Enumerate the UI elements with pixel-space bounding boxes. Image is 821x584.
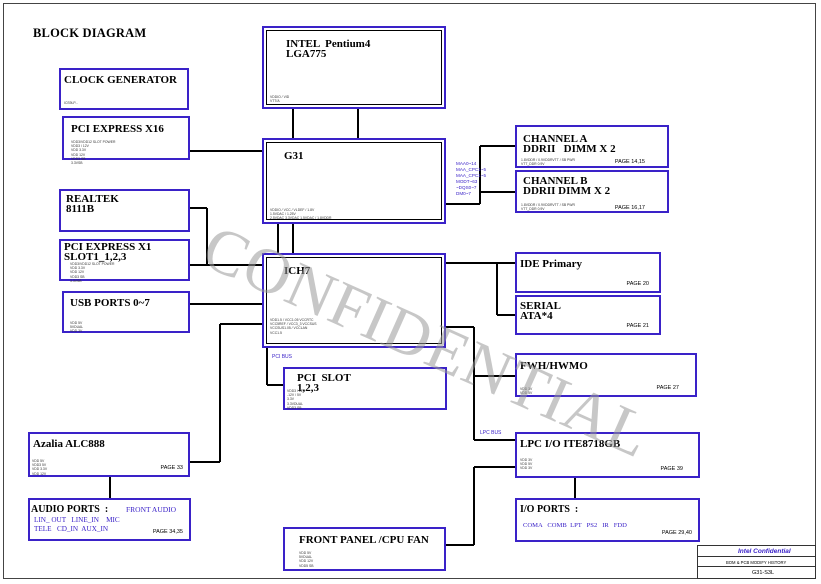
io-ports-page: PAGE 29,40	[661, 530, 692, 536]
channel-a-label: CHANNEL A DDRII DIMM X 2	[523, 133, 616, 155]
front-panel-label: FRONT PANEL /CPU FAN	[299, 534, 429, 546]
channel-b-block[interactable]: CHANNEL B DDRII DIMM X 2 1.8VDDR / 0.9VD…	[515, 170, 669, 213]
ich7-power-notes: VDD1.5 / VCC1.05 VCCRTC VCC5REF / VCC3_3…	[270, 318, 317, 335]
pci-express-x1-block[interactable]: PCI EXPRESS X1 SLOT1_1,2,3 VDD3/VDD12 SL…	[59, 239, 190, 283]
usb-ports-label: USB PORTS 0~7	[70, 297, 150, 309]
channel-a-notes: 1.8VDDR / 0.9VDDRVTT / SB PWR VTT_DDR 0.…	[521, 158, 575, 167]
pci-slot-label: PCI SLOT 1,2,3	[297, 372, 351, 394]
fwh-hwmo-label: FWH/HWMO	[520, 360, 588, 372]
front-audio-label: FRONT AUDIO	[126, 505, 177, 514]
channel-b-page: PAGE 16,17	[614, 205, 645, 211]
title-block-divider-1	[698, 556, 815, 557]
pci-express-x16-block[interactable]: PCI EXPRESS X16 VDD3/VDD12 SLOT POWER VD…	[62, 116, 190, 165]
channel-b-notes: 1.8VDDR / 0.9VDDRVTT / SB PWR VTT_DDR 0.…	[521, 203, 575, 212]
ich7-block[interactable]: ICH7 VDD1.5 / VCC1.05 VCCRTC VCC5REF / V…	[262, 253, 446, 348]
io-ports-block[interactable]: I/O PORTS : COMA COMB LPT PS2 IR FDD PAG…	[515, 498, 700, 542]
pci-express-x16-label: PCI EXPRESS X16	[71, 123, 164, 135]
ide-primary-label: IDE Primary	[520, 258, 583, 270]
pci-bus-label: PCI BUS	[272, 354, 293, 360]
g31-power-notes: VDDIO / VCC / VLDEF / 1.8V 1.5VDAC / 1.2…	[270, 208, 332, 221]
azalia-page: PAGE 33	[160, 465, 183, 471]
io-ports-list: COMA COMB LPT PS2 IR FDD	[523, 522, 627, 529]
serial-ata-label: SERIAL ATA*4	[520, 300, 561, 322]
realtek-block[interactable]: REALTEK 8111B	[59, 189, 190, 232]
audio-ports-label: AUDIO PORTS :	[31, 504, 109, 515]
fwh-hwmo-block[interactable]: FWH/HWMO VDD 3V VDD 5V PAGE 27	[515, 353, 697, 397]
realtek-label: REALTEK 8111B	[66, 193, 119, 215]
pci-slot-notes: VDD3 / 12V -12V / 5V 3.3V 3.3VDUAL VDD3 …	[287, 389, 305, 410]
pci-slot-block[interactable]: PCI SLOT 1,2,3 VDD3 / 12V -12V / 5V 3.3V…	[283, 367, 447, 410]
title-block-model: G31-S3L	[752, 570, 775, 576]
lpc-io-page: PAGE 39	[660, 466, 683, 472]
front-panel-notes: VDD 5V 5VDUAL VDD 12V VDD5 SB	[299, 551, 314, 568]
channel-a-block[interactable]: CHANNEL A DDRII DIMM X 2 1.8VDDR / 0.9VD…	[515, 125, 669, 168]
g31-block[interactable]: G31 VDDIO / VCC / VLDEF / 1.8V 1.5VDAC /…	[262, 138, 446, 224]
cpu-power-notes: VDDIO / VID VTT/A	[270, 95, 290, 104]
clock-generator-block[interactable]: CLOCK GENERATOR ICS9LP...	[59, 68, 189, 110]
ich7-label: ICH7	[284, 265, 311, 277]
lpc-io-notes: VDD 3V VDD 5V VDD 3V	[520, 458, 533, 471]
g31-label: G31	[284, 150, 304, 162]
audio-ports-page: PAGE 34,35	[152, 529, 183, 535]
drawing-border	[3, 3, 816, 579]
lpc-io-label: LPC I/O ITE8718GB	[520, 438, 621, 450]
lpc-io-block[interactable]: LPC I/O ITE8718GB VDD 3V VDD 5V VDD 3V P…	[515, 432, 700, 478]
title-block-sheet-title: BOM & PCB MODIFY HISTORY	[726, 560, 787, 565]
clock-generator-notes: ICS9LP...	[64, 101, 79, 105]
audio-ports-block[interactable]: AUDIO PORTS : FRONT AUDIO LIN_ OUT LINE_…	[28, 498, 191, 541]
audio-jack-list: LIN_ OUT LINE_IN MIC TELE CD_IN AUX_IN	[34, 516, 120, 533]
lpc-bus-label: LPC BUS	[480, 430, 502, 436]
pci-express-x1-label: PCI EXPRESS X1 SLOT1_1,2,3	[64, 241, 152, 263]
title-block-divider-2	[698, 566, 815, 567]
pci-express-x1-notes: VDD3/VDD12 SLOT POWER VDD 3.3V VDD 12V V…	[70, 262, 115, 283]
channel-a-page: PAGE 14,15	[614, 159, 645, 165]
azalia-block[interactable]: Azalia ALC888 VDD 5V VDD3 5V VDD 3.3V VD…	[28, 432, 190, 477]
serial-ata-block[interactable]: SERIAL ATA*4 PAGE 21	[515, 295, 661, 335]
clock-generator-label: CLOCK GENERATOR	[64, 74, 177, 86]
title-block-company: Intel Confidential	[738, 548, 791, 555]
usb-ports-notes: VDD 5V 5VDUAL VDD 3V	[70, 321, 84, 334]
page-title: BLOCK DIAGRAM	[33, 26, 147, 40]
title-block: Intel Confidential BOM & PCB MODIFY HIST…	[697, 545, 816, 579]
ide-primary-page: PAGE 20	[626, 281, 649, 287]
azalia-label: Azalia ALC888	[33, 438, 105, 450]
cpu-block[interactable]: INTEL Pentium4 LGA775 VDDIO / VID VTT/A	[262, 26, 446, 109]
io-ports-label: I/O PORTS :	[520, 504, 579, 515]
serial-ata-page: PAGE 21	[626, 323, 649, 329]
fwh-hwmo-notes: VDD 3V VDD 5V	[520, 387, 533, 396]
cpu-label: INTEL Pentium4 LGA775	[286, 38, 371, 60]
channel-b-label: CHANNEL B DDRII DIMM X 2	[523, 175, 611, 197]
pci-express-x16-notes: VDD3/VDD12 SLOT POWER VDD3 / 12V VDD 3.3…	[71, 140, 116, 166]
front-panel-block[interactable]: FRONT PANEL /CPU FAN VDD 5V 5VDUAL VDD 1…	[283, 527, 446, 571]
fwh-hwmo-page: PAGE 27	[656, 385, 679, 391]
memory-bus-label: MAA0~14 MAA_CPC1~5 MAA_CPC1~5 MODT~63 ~D…	[456, 161, 487, 196]
azalia-notes: VDD 5V VDD3 5V VDD 3.3V VDD 12V	[32, 459, 48, 476]
usb-ports-block[interactable]: USB PORTS 0~7 VDD 5V 5VDUAL VDD 3V	[62, 291, 190, 333]
ide-primary-block[interactable]: IDE Primary PAGE 20	[515, 252, 661, 293]
